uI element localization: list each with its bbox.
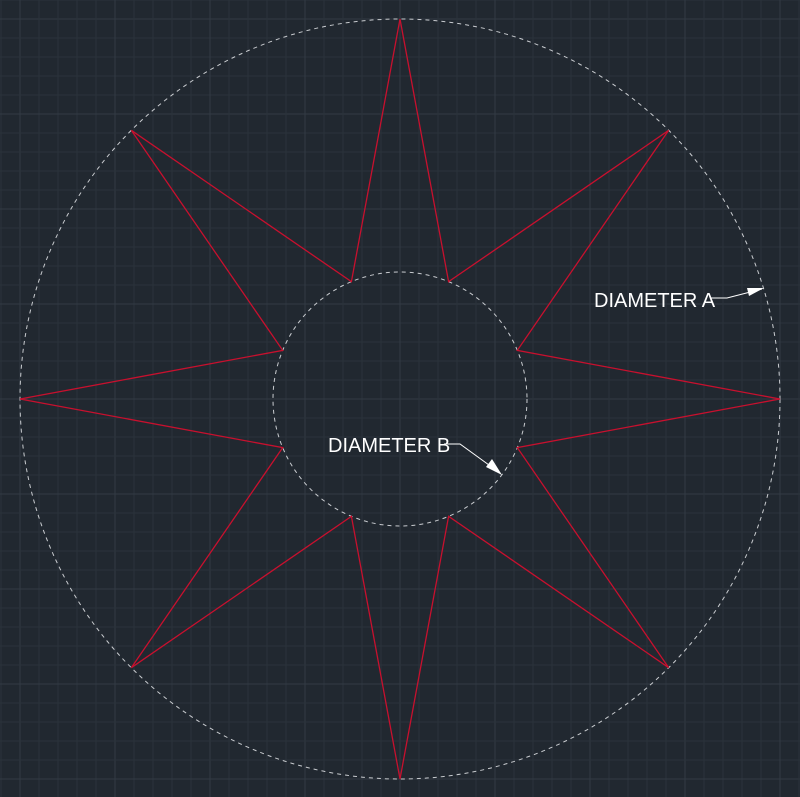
eight-point-star[interactable] [19,18,781,780]
diameter-a-arrowhead [747,288,764,296]
diameter-a-label: DIAMETER A [594,290,716,312]
diameter-a-annotation[interactable]: DIAMETER A [594,288,764,312]
diameter-b-annotation[interactable]: DIAMETER B [328,435,502,475]
diameter-b-leader-line [444,443,501,474]
inner-dashed-circle-diameter-b[interactable] [272,271,528,527]
diameter-b-arrowhead [486,459,502,475]
diameter-b-label: DIAMETER B [328,435,450,457]
